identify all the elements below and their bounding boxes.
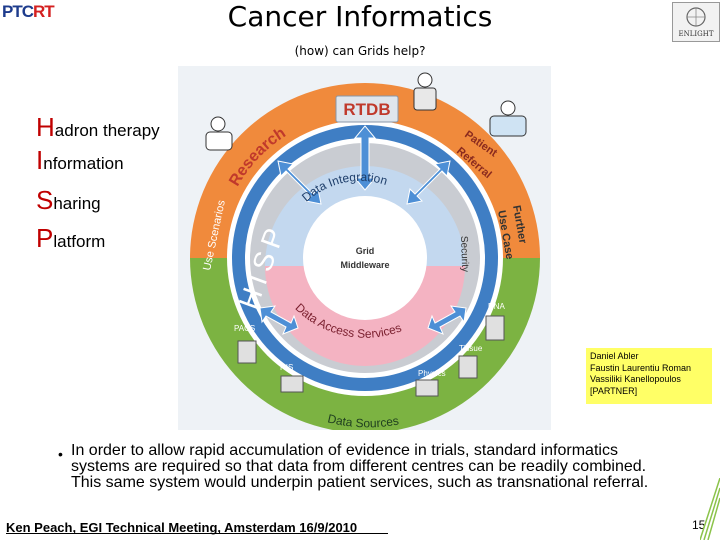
security-label: Security <box>458 236 470 272</box>
page-subtitle: (how) can Grids help? <box>294 44 426 58</box>
rtdb-box <box>335 95 399 123</box>
pacs-label: PACS <box>234 324 255 333</box>
research-arrow <box>277 160 322 205</box>
hisp-architecture-diagram: RTDB Research Patient Referral Use Scena… <box>178 66 551 433</box>
ptcrt-logo: PTCRT <box>2 2 55 21</box>
svg-text:RTDB: RTDB <box>343 100 390 119</box>
middleware-label: Middleware <box>340 260 389 270</box>
grid-middleware-core <box>303 196 427 320</box>
acronym-line-p: Platform <box>36 223 106 253</box>
enlight-logo: ENLIGHT <box>672 2 720 42</box>
tissue-arrow <box>427 305 467 335</box>
data-sources-label: Data Sources <box>326 411 399 430</box>
people-illustration-right <box>489 100 527 137</box>
bullet-marker: • <box>58 446 63 462</box>
acronym-line-h: Hadron therapy <box>36 112 160 142</box>
his-icon <box>280 375 304 393</box>
footer-text: Ken Peach, EGI Technical Meeting, Amster… <box>6 520 358 535</box>
tissue-label: Tissue <box>459 344 483 353</box>
decorative-green-lines <box>700 478 720 540</box>
rtdb-arrow <box>353 125 377 191</box>
referral-arrow <box>406 160 451 205</box>
page-number: 15 <box>692 518 706 532</box>
acronym-line-i: Information <box>36 145 124 175</box>
page-title: Cancer Informatics <box>227 0 493 33</box>
people-illustration-left <box>205 116 233 151</box>
footer-underline <box>6 533 388 534</box>
pacs-arrow <box>259 305 299 335</box>
his-label: HIS <box>280 363 293 372</box>
dna-label: DNA <box>488 302 506 311</box>
bullet-text: In order to allow rapid accumulation of … <box>71 442 649 491</box>
people-illustration-top <box>413 72 437 111</box>
credits-box: Daniel Abler Faustin Laurentiu Roman Vas… <box>586 348 712 404</box>
svg-text:ENLIGHT: ENLIGHT <box>678 30 713 38</box>
tissue-icon <box>458 355 478 379</box>
physics-label: Physics <box>418 369 446 378</box>
physics-icon <box>415 379 439 397</box>
dna-icon <box>485 315 505 341</box>
grid-label: Grid <box>356 246 375 256</box>
acronym-line-s: Sharing <box>36 185 101 215</box>
pacs-icon <box>237 340 257 364</box>
